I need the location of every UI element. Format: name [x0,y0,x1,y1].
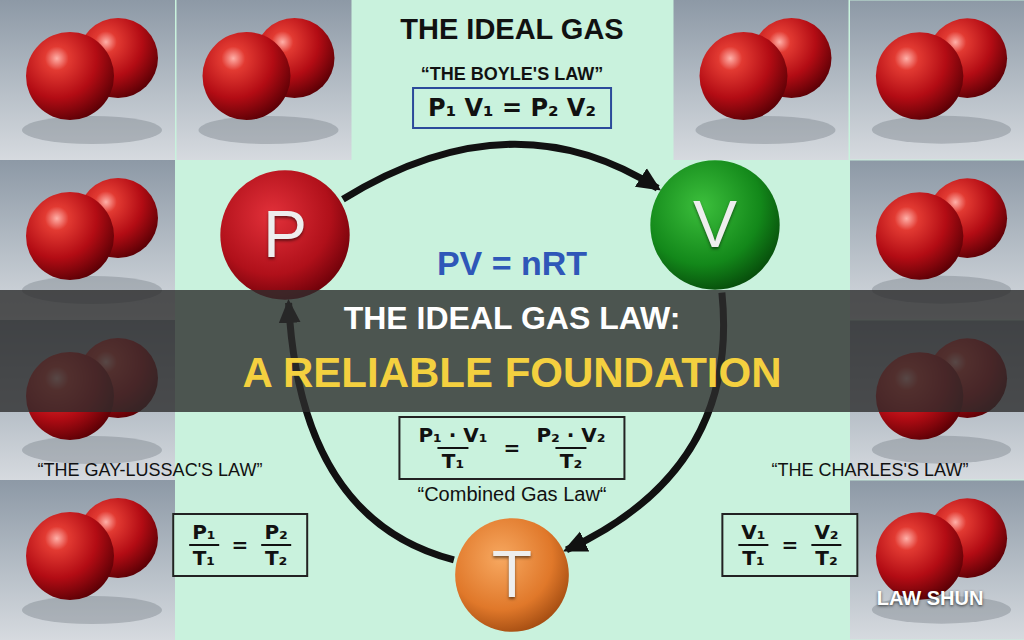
ball-tile [177,0,352,160]
curved-arrow [343,144,658,199]
ball-tile [0,320,175,480]
formula-text: = [232,533,249,557]
formula-text: V₂ [810,520,842,544]
fraction: P₁ · V₁T₁ [414,423,491,473]
watermark: LAW SHUN [877,587,984,610]
circle-fill [650,160,779,289]
formula-text: V₁ [737,520,769,544]
variable-circle: T [454,517,570,633]
ball-tile [0,480,175,640]
formula-text: P₁ [188,520,219,544]
label-text: “THE BOYLE'S LAW” [421,64,603,85]
fraction: V₂T₂ [810,520,842,570]
ball-tile [674,0,849,160]
formula-text: T₁ [738,544,768,570]
ball-tile [850,320,1024,479]
ball-tile [850,480,1024,639]
formula-text: T₂ [261,544,291,570]
label-text: PV = nRT [437,244,587,283]
label-text: A RELIABLE FOUNDATION [243,349,782,397]
ball-tile [0,160,175,320]
formula-box: P₁ V₁ = P₂ V₂ [412,87,612,129]
circle-fill [220,170,349,299]
fraction: V₁T₁ [737,520,769,570]
fraction: P₂T₂ [260,520,291,570]
circle-fill [455,518,569,632]
ball-tile [0,0,175,160]
formula-text: = [782,533,799,557]
formula-text: P₂ [260,520,291,544]
formula-box: V₁T₁ = V₂T₂ [721,513,858,577]
fraction: P₂ · V₂T₂ [532,423,609,473]
label-text: “Combined Gas Law“ [418,483,607,506]
variable-circle: P [219,169,351,301]
ball-tile [850,0,1024,159]
label-text: THE IDEAL GAS LAW: [344,300,681,337]
label-text: “THE CHARLES'S LAW” [772,460,969,481]
formula-box: P₁ · V₁T₁ = P₂ · V₂T₂ [398,416,625,480]
formula-text: P₂ · V₂ [532,423,609,447]
variable-circle: V [649,159,781,291]
formula-text: T₁ [438,447,468,473]
formula-text: P₁ · V₁ [414,423,491,447]
formula-box: P₁T₁ = P₂T₂ [172,513,308,577]
banner-band [0,290,1024,412]
formula-text: = [504,436,521,460]
label-text: “THE GAY-LUSSAC'S LAW” [38,460,263,481]
variable-letter: V [693,191,737,257]
diagram-title: THE IDEAL GAS [400,13,623,46]
formula-text: P₁ V₁ = P₂ V₂ [428,94,596,122]
ball-tile [850,160,1024,319]
variable-letter: P [263,201,307,267]
formula-text: T₁ [189,544,219,570]
formula-text: T₂ [811,544,841,570]
variable-letter: T [492,541,532,607]
formula-text: T₂ [556,447,586,473]
fraction: P₁T₁ [188,520,219,570]
